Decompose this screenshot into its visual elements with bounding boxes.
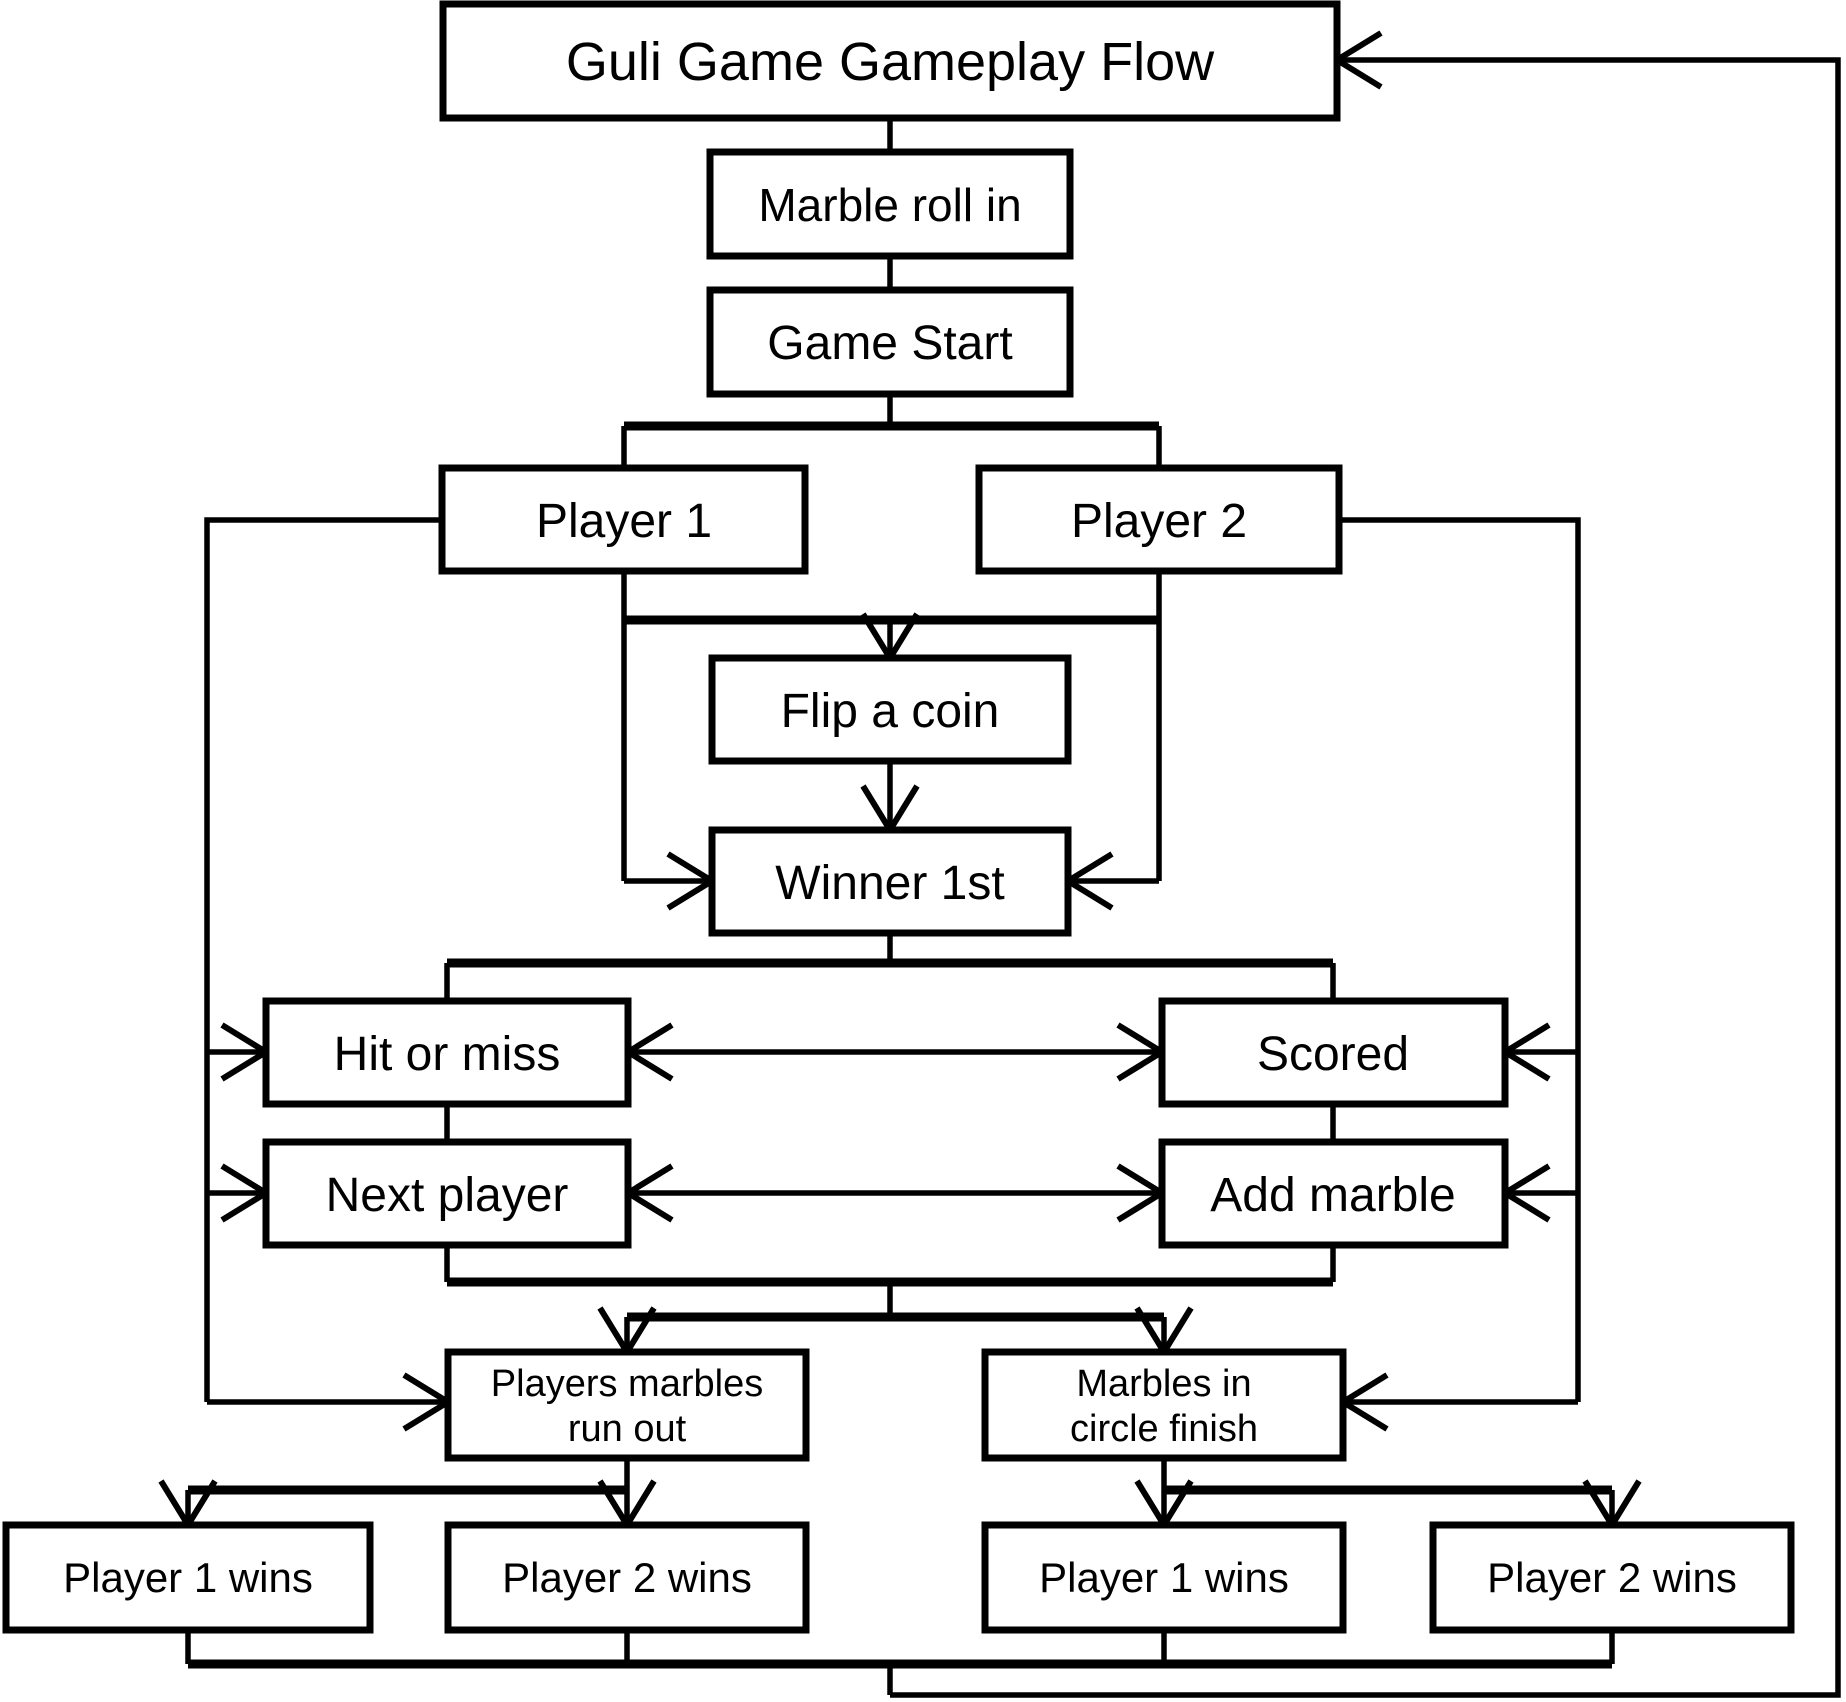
node-game-start: Game Start	[706, 286, 1074, 398]
player1-wins-left-label: Player 1 wins	[63, 1554, 313, 1601]
player2-wins-right-label: Player 2 wins	[1487, 1554, 1737, 1601]
next-player-label: Next player	[326, 1169, 569, 1222]
left-rail	[204, 517, 442, 1402]
node-player1: Player 1	[438, 464, 809, 575]
flip-coin-label: Flip a coin	[781, 685, 1000, 738]
node-player2-wins-left: Player 2 wins	[444, 1521, 810, 1634]
node-player1-wins-left: Player 1 wins	[2, 1521, 374, 1634]
player2-label: Player 2	[1071, 495, 1247, 548]
node-player2-wins-right: Player 2 wins	[1429, 1521, 1795, 1634]
next-player-box	[262, 1138, 632, 1249]
node-next-player: Next player	[262, 1138, 632, 1249]
player2-wins-right-box	[1429, 1521, 1795, 1634]
marble-roll-in-box	[706, 148, 1074, 260]
start-title-box	[439, 0, 1341, 122]
node-scored: Scored	[1158, 997, 1509, 1108]
hit-or-miss-label: Hit or miss	[334, 1028, 561, 1081]
game-start-box	[706, 286, 1074, 398]
player2-wins-left-box	[444, 1521, 810, 1634]
player2-wins-left-label: Player 2 wins	[502, 1554, 752, 1601]
node-marbles-run-out: Players marbles run out	[444, 1348, 810, 1462]
flip-coin-box	[708, 654, 1072, 765]
hit-or-miss-box	[262, 997, 632, 1108]
winner-1st-label: Winner 1st	[775, 857, 1004, 910]
add-marble-label: Add marble	[1210, 1169, 1455, 1222]
winner-1st-box	[708, 826, 1072, 937]
node-winner-1st: Winner 1st	[708, 826, 1072, 937]
player1-wins-right-box	[981, 1521, 1347, 1634]
add-marble-box	[1158, 1138, 1509, 1249]
node-player1-wins-right: Player 1 wins	[981, 1521, 1347, 1634]
node-marble-roll-in: Marble roll in	[706, 148, 1074, 260]
marbles-circle-finish-box	[981, 1348, 1347, 1462]
node-add-marble: Add marble	[1158, 1138, 1509, 1249]
scored-label: Scored	[1257, 1028, 1409, 1081]
scored-box	[1158, 997, 1509, 1108]
node-player2: Player 2	[975, 464, 1343, 575]
marbles-run-out-label-line2: run out	[568, 1408, 687, 1450]
marbles-run-out-box	[444, 1348, 810, 1462]
node-marbles-circle-finish: Marbles in circle finish	[981, 1348, 1347, 1462]
feedback-loop	[890, 57, 1841, 1698]
player1-label: Player 1	[536, 495, 712, 548]
player1-wins-left-box	[2, 1521, 374, 1634]
marbles-circle-finish-label-line2: circle finish	[1070, 1408, 1258, 1450]
player2-box	[975, 464, 1343, 575]
node-start-title: Guli Game Gameplay Flow	[439, 0, 1341, 122]
nodes: Guli Game Gameplay Flow Marble roll in G…	[2, 0, 1795, 1634]
node-hit-or-miss: Hit or miss	[262, 997, 632, 1108]
game-start-label: Game Start	[767, 317, 1012, 370]
node-flip-coin: Flip a coin	[708, 654, 1072, 765]
marbles-circle-finish-label-line1: Marbles in	[1076, 1363, 1251, 1405]
right-rail	[1339, 517, 1581, 1402]
start-title-label: Guli Game Gameplay Flow	[566, 32, 1215, 92]
marble-roll-in-label: Marble roll in	[758, 179, 1021, 231]
player1-box	[438, 464, 809, 575]
marbles-run-out-label-line1: Players marbles	[491, 1363, 763, 1405]
player1-wins-right-label: Player 1 wins	[1039, 1554, 1289, 1601]
